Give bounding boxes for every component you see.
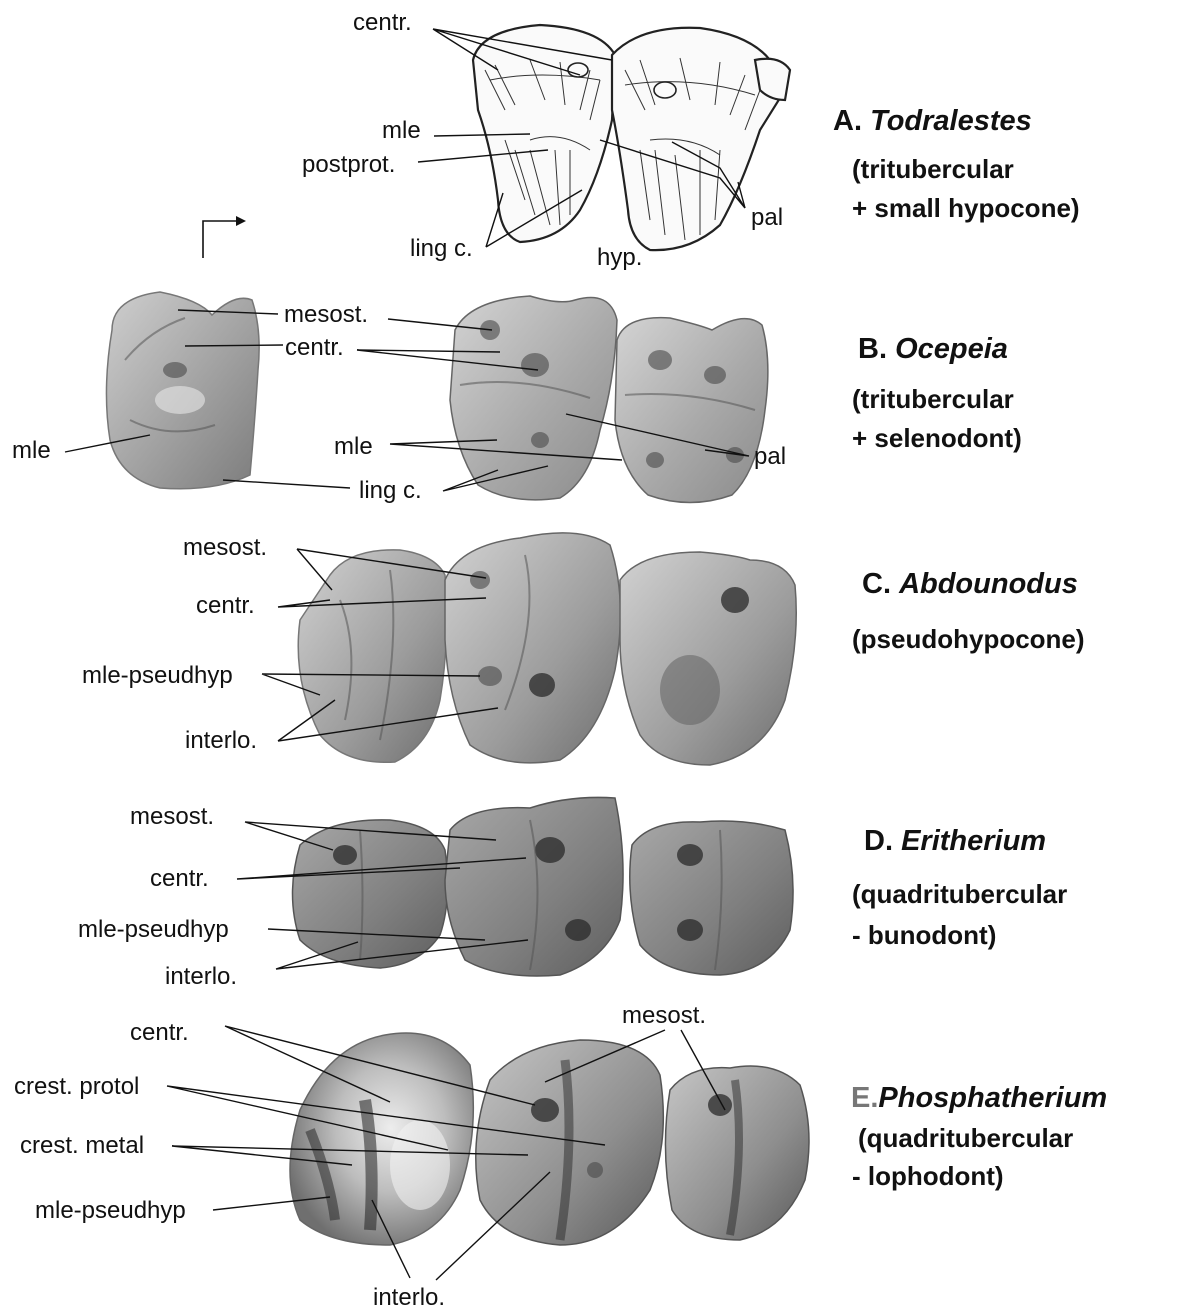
- panel-b-subtitle-2: + selenodont): [852, 423, 1022, 453]
- label-crest-protol: crest. protol: [14, 1073, 139, 1100]
- label-mesost: mesost.: [622, 1002, 706, 1029]
- panel-d-subtitle-2: - bunodont): [852, 920, 996, 950]
- panel-e-title: E.Phosphatherium: [851, 1082, 1107, 1114]
- ocepeia-small-tooth: [106, 292, 259, 489]
- label-centr: centr.: [130, 1019, 189, 1046]
- panel-d: mesost. centr. mle-pseudhyp interlo. D. …: [78, 797, 1067, 990]
- todralestes-tooth-drawing: [473, 25, 790, 250]
- panel-b-subtitle-1: (tritubercular: [852, 384, 1014, 414]
- label-mle-pseudhyp: mle-pseudhyp: [78, 916, 229, 943]
- panel-a-subtitle-1: (tritubercular: [852, 154, 1014, 184]
- label-centr: centr.: [150, 865, 209, 892]
- label-pal: pal: [751, 204, 783, 231]
- label-mle: mle: [382, 117, 421, 144]
- label-mesost: mesost.: [284, 301, 368, 328]
- panel-a-subtitle-2: + small hypocone): [852, 193, 1080, 223]
- label-mle-pseudhyp: mle-pseudhyp: [35, 1197, 186, 1224]
- label-interlo: interlo.: [373, 1284, 445, 1311]
- panel-e-subtitle-2: - lophodont): [852, 1161, 1004, 1191]
- eritherium-tooth-1: [293, 820, 448, 968]
- eritherium-tooth-3: [630, 821, 793, 975]
- panel-c-title: C. Abdounodus: [862, 568, 1078, 600]
- orientation-arrow-icon: [203, 216, 246, 258]
- label-crest-metal: crest. metal: [20, 1132, 144, 1159]
- label-pal: pal: [754, 443, 786, 470]
- label-ling-c: ling c.: [410, 235, 473, 262]
- ocepeia-molar-2: [615, 318, 768, 503]
- panel-b-title: B. Ocepeia: [858, 333, 1008, 365]
- phosphatherium-tooth-1: [290, 1033, 473, 1245]
- abdounodus-tooth-2: [445, 533, 620, 763]
- label-ling-c: ling c.: [359, 477, 422, 504]
- panel-e: centr. mesost. crest. protol crest. meta…: [14, 1002, 1107, 1311]
- label-mesost: mesost.: [183, 534, 267, 561]
- label-mle-left: mle: [12, 437, 51, 464]
- panel-d-subtitle-1: (quadritubercular: [852, 879, 1067, 909]
- label-mle-pseudhyp: mle-pseudhyp: [82, 662, 233, 689]
- panel-c: mesost. centr. mle-pseudhyp interlo. C. …: [82, 533, 1085, 765]
- label-mle-right: mle: [334, 433, 373, 460]
- abdounodus-tooth-3: [620, 552, 796, 765]
- panel-a: centr. mle postprot. ling c. hyp. pal A.…: [203, 9, 1080, 271]
- panel-d-title: D. Eritherium: [864, 825, 1046, 857]
- label-postprot: postprot.: [302, 151, 395, 178]
- phosphatherium-tooth-3: [665, 1066, 809, 1240]
- label-hyp: hyp.: [597, 244, 642, 271]
- panel-a-title: A. Todralestes: [833, 105, 1032, 137]
- label-mesost: mesost.: [130, 803, 214, 830]
- panel-c-subtitle-1: (pseudohypocone): [852, 624, 1085, 654]
- label-interlo: interlo.: [185, 727, 257, 754]
- eritherium-tooth-2: [445, 797, 623, 976]
- abdounodus-tooth-1: [298, 550, 446, 762]
- label-centr: centr.: [196, 592, 255, 619]
- panel-b: mesost. centr. mle mle ling c. pal B. Oc…: [12, 292, 1022, 504]
- label-interlo: interlo.: [165, 963, 237, 990]
- panel-e-subtitle-1: (quadritubercular: [858, 1123, 1073, 1153]
- label-centr: centr.: [285, 334, 344, 361]
- label-centr: centr.: [353, 9, 412, 36]
